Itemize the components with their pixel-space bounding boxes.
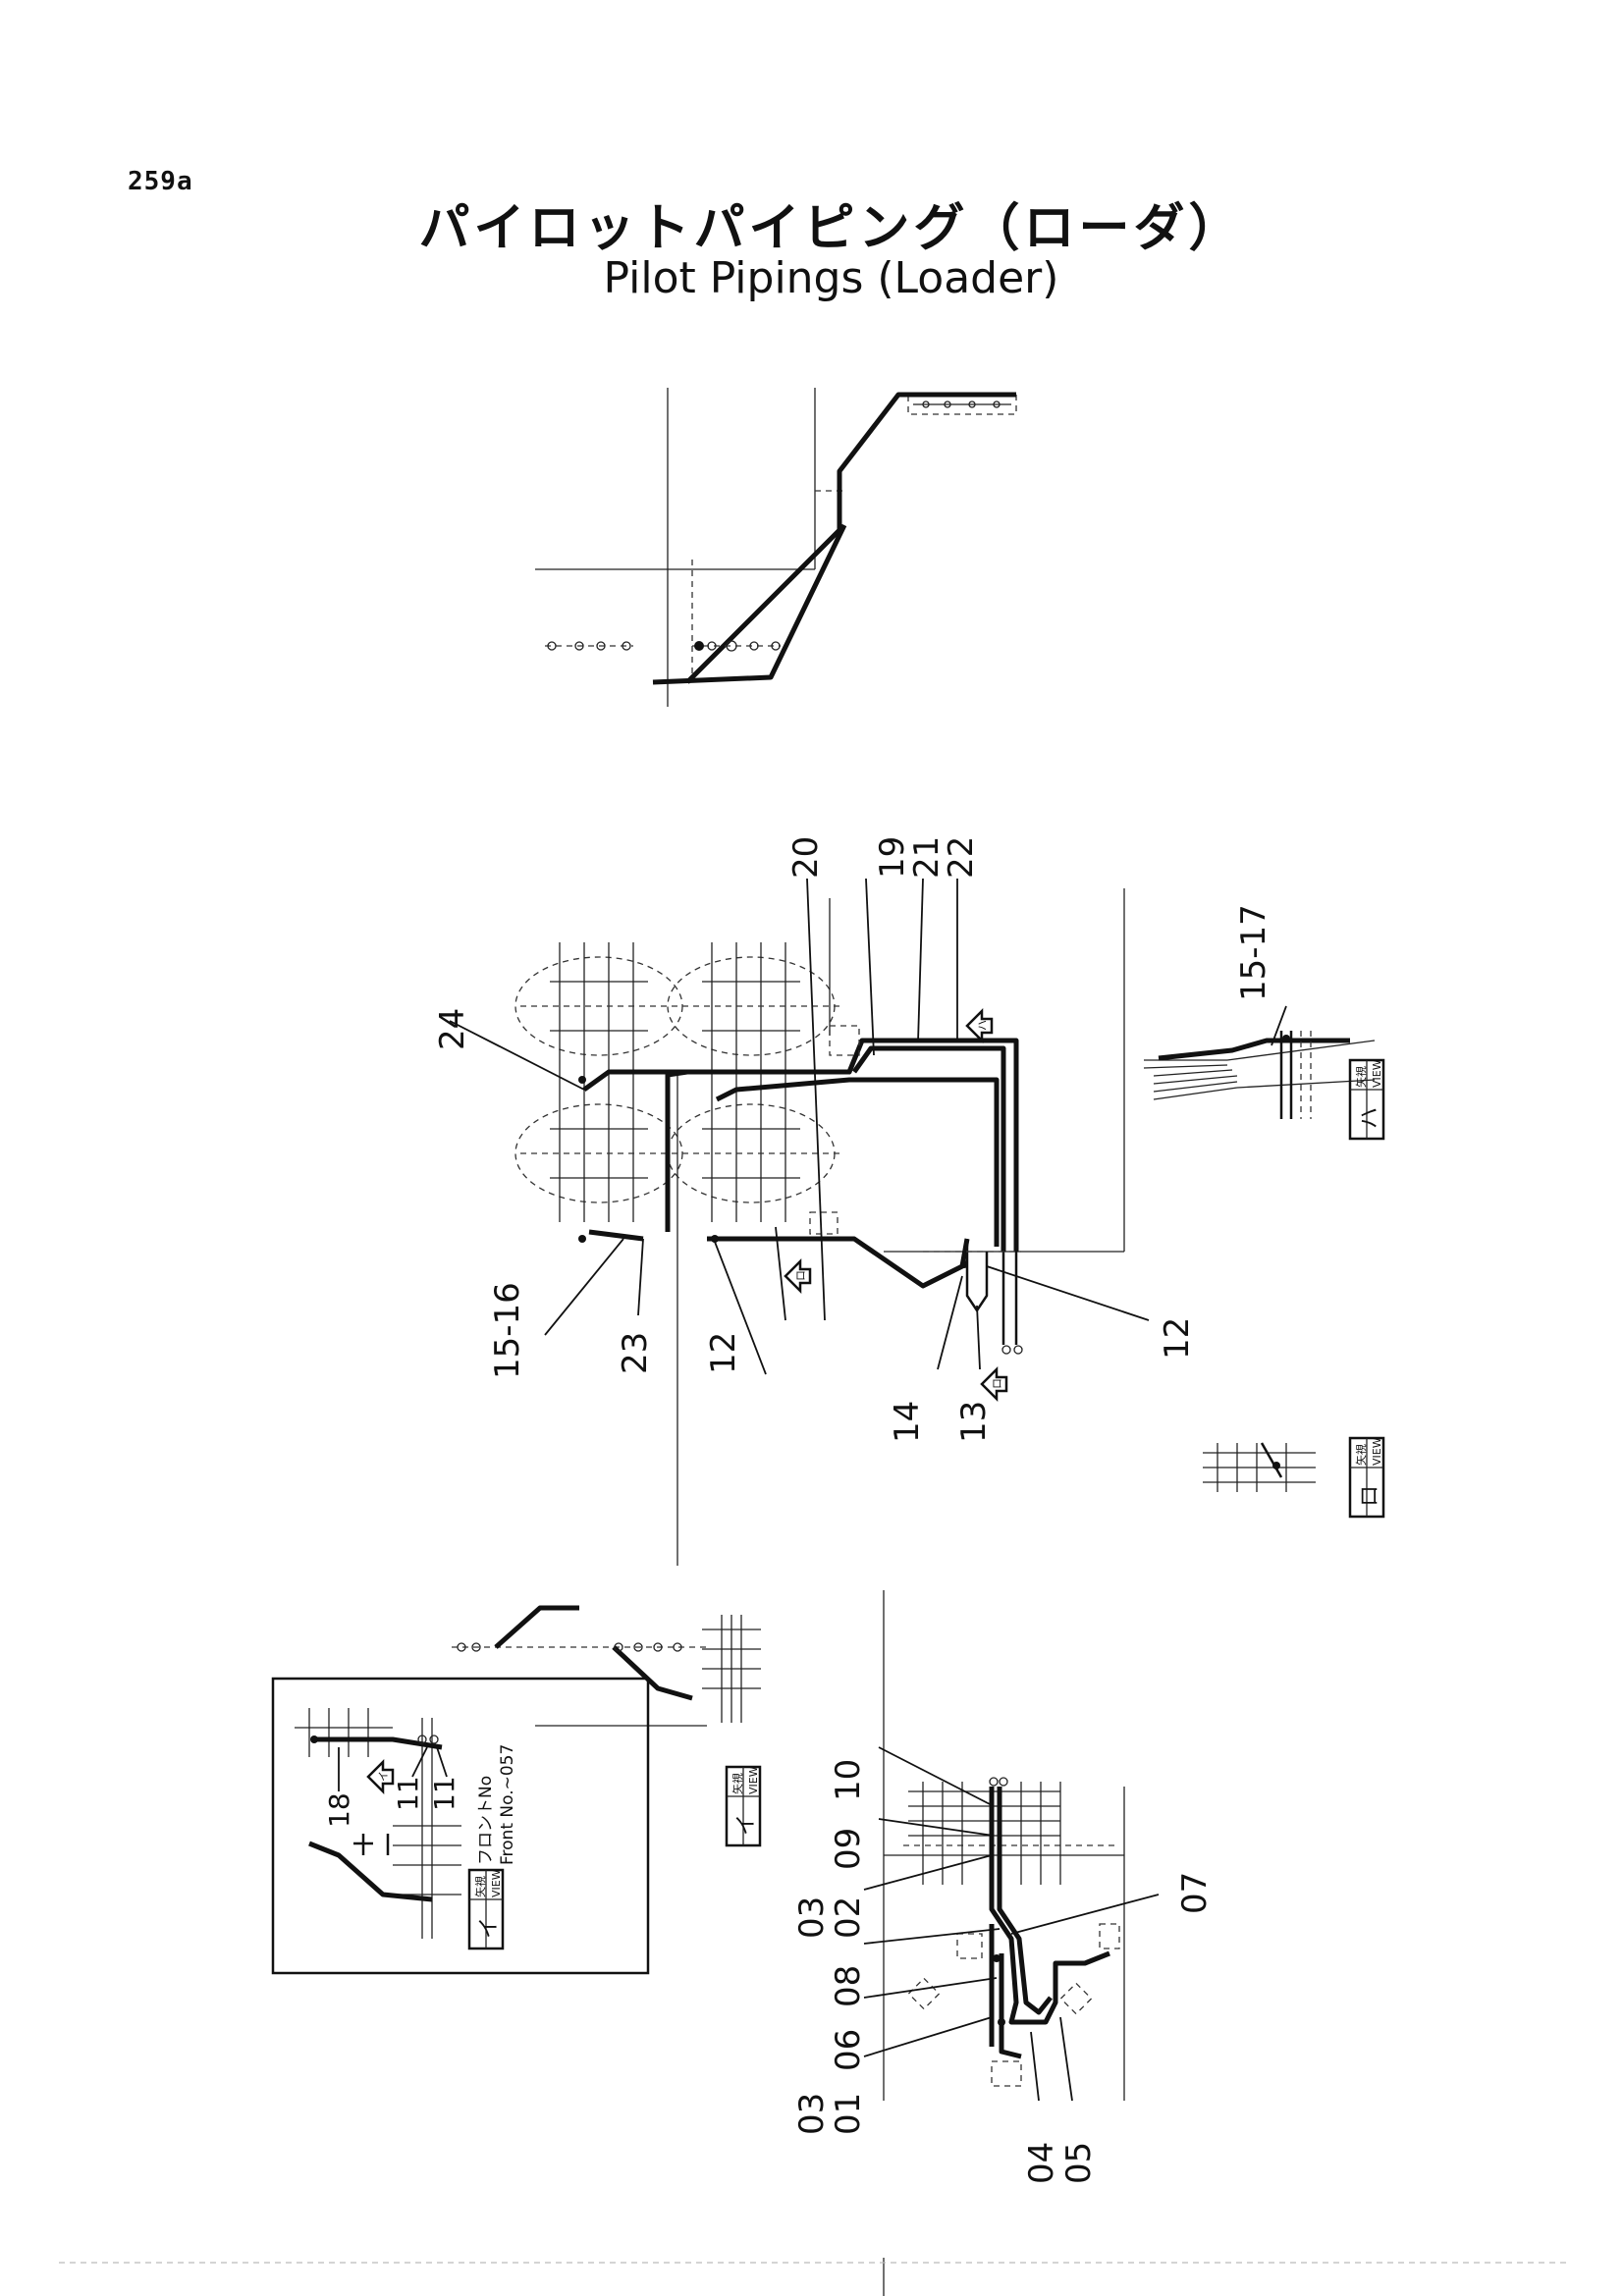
callout-09: 09 (829, 1828, 868, 1870)
callout-14: 14 (888, 1401, 927, 1443)
svg-text:矢視: 矢視 (730, 1773, 744, 1794)
callout-22: 22 (942, 836, 981, 879)
callout-02: 02 (829, 1896, 868, 1939)
inset-box (271, 1677, 650, 1975)
view-arrow-ro-2 (980, 1365, 1008, 1403)
callout-03-upper: 03 (792, 1896, 832, 1939)
svg-text:矢視: 矢視 (1354, 1066, 1368, 1088)
valve-bank (514, 942, 844, 1222)
svg-text:矢視: 矢視 (1354, 1444, 1368, 1466)
callout-10: 10 (829, 1759, 868, 1801)
callout-06: 06 (829, 2029, 868, 2071)
callout-11-right: 11 (428, 1776, 460, 1811)
view-ro-detail (1203, 1442, 1316, 1492)
callout-12-left: 12 (704, 1332, 743, 1374)
svg-text:VIEW: VIEW (1371, 1437, 1383, 1466)
pilot-pipes-middle (578, 1025, 1023, 1355)
arrow-mark-ro-2: ロ (991, 1378, 1003, 1389)
callout-07: 07 (1175, 1872, 1215, 1914)
callout-11-left: 11 (392, 1776, 424, 1811)
svg-text:矢視: 矢視 (473, 1876, 487, 1897)
callout-21: 21 (907, 836, 947, 879)
view-arrow-ha (965, 1007, 994, 1044)
callout-leaders-middle (449, 878, 1287, 1375)
callout-23: 23 (616, 1332, 655, 1374)
callout-20: 20 (786, 836, 826, 879)
view-box-i: 矢視 VIEW イ (725, 1765, 762, 1847)
view-box-ro: 矢視 VIEW ロ (1348, 1436, 1385, 1519)
callout-12-right: 12 (1158, 1317, 1197, 1360)
svg-text:VIEW: VIEW (747, 1766, 760, 1794)
svg-text:VIEW: VIEW (1371, 1059, 1383, 1088)
callout-13: 13 (954, 1401, 994, 1443)
inset-front-no-jp: フロントNo (476, 1776, 496, 1865)
callout-04: 04 (1022, 2142, 1061, 2184)
view-box-i-inset: 矢視 VIEW イ (467, 1868, 505, 1950)
inset-front-no-en: Front No.~057 (498, 1744, 517, 1865)
svg-text:VIEW: VIEW (490, 1869, 503, 1897)
callout-18: 18 (323, 1792, 355, 1828)
callout-15-17: 15-17 (1234, 904, 1273, 1001)
svg-text:ロ: ロ (1358, 1485, 1382, 1507)
callout-08: 08 (829, 1965, 868, 2007)
page-title-english: Pilot Pipings (Loader) (603, 253, 1059, 303)
top-detail-view (535, 388, 1017, 707)
callout-15-16: 15-16 (488, 1282, 527, 1379)
callout-24: 24 (433, 1008, 472, 1050)
callout-19: 19 (873, 836, 912, 879)
view-i-detail (452, 1605, 761, 1727)
callout-05: 05 (1059, 2142, 1099, 2184)
page-title-japanese: パイロットパイピング（ローダ） (418, 199, 1244, 258)
callout-leaders-bottom (863, 1746, 1160, 2102)
view-ha-detail (1143, 1031, 1376, 1119)
view-arrow-ro (784, 1257, 812, 1295)
arrow-mark-ha: ハ (976, 1020, 989, 1031)
callout-03-lower: 03 (792, 2093, 832, 2135)
arrow-mark-ro: ロ (794, 1270, 807, 1281)
arrow-mark-i: イ (377, 1771, 390, 1782)
svg-text:ハ: ハ (1358, 1107, 1382, 1129)
page-number: 259a (128, 167, 193, 196)
svg-text:イ: イ (477, 1917, 502, 1939)
svg-text:イ: イ (734, 1814, 759, 1836)
view-box-ha: 矢視 VIEW ハ (1348, 1058, 1385, 1141)
bottom-pipe-detail (883, 1590, 1125, 2101)
callout-01: 01 (829, 2093, 868, 2135)
